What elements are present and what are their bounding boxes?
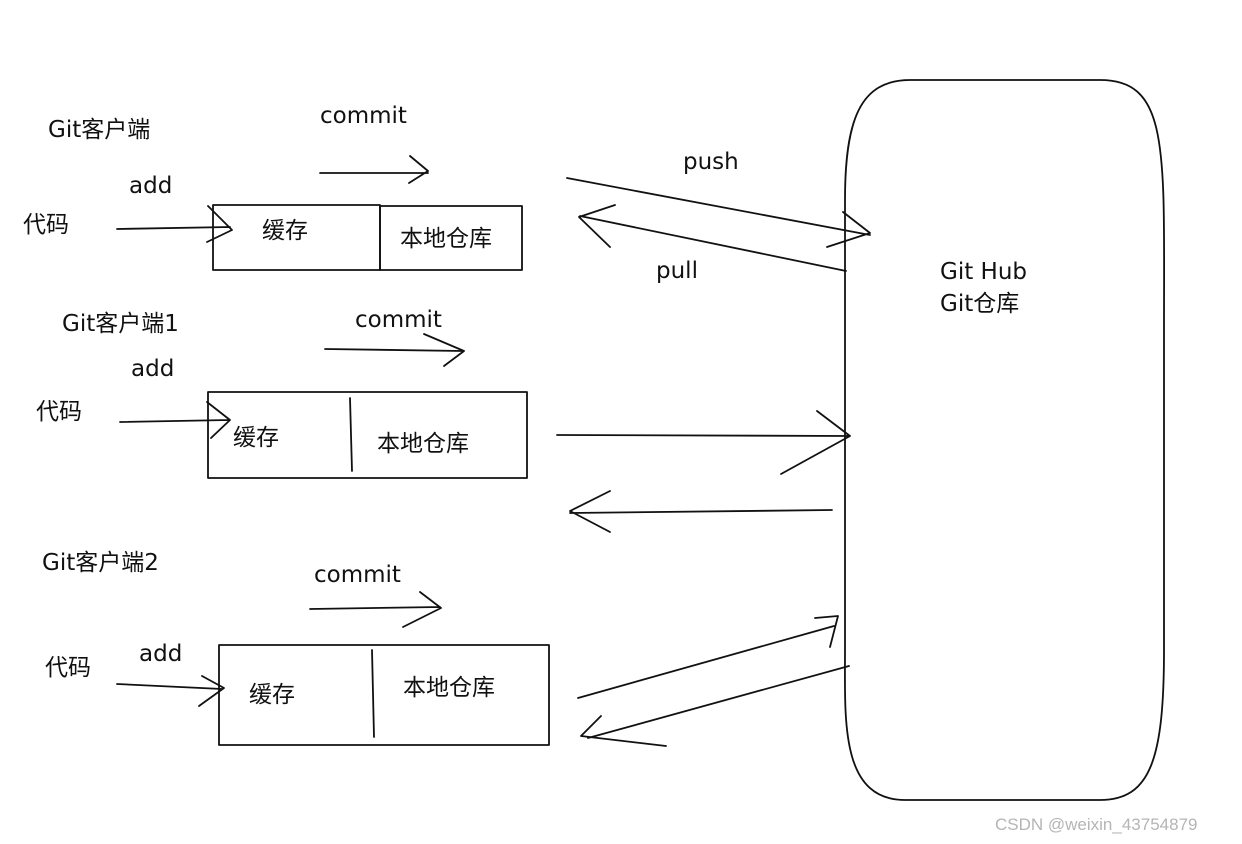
client-1-local-repo-label: 本地仓库 — [400, 226, 492, 252]
github-repo-line1: Git Hub — [940, 259, 1028, 285]
client-3-divider — [371, 649, 375, 738]
client-1-title: Git客户端 — [48, 117, 151, 143]
client-1-diagram — [116, 155, 871, 272]
push-label: push — [683, 149, 739, 175]
client-2-push-arrow — [556, 410, 851, 475]
client-3-box — [218, 644, 550, 746]
client-3-diagram — [116, 591, 850, 747]
client-2-pull-arrow — [569, 490, 833, 533]
client-2-divider — [349, 397, 353, 472]
client-3-code-label: 代码 — [45, 655, 91, 681]
github-repo-label: Git Hub Git仓库 — [940, 256, 1027, 320]
push-arrow — [566, 177, 871, 248]
github-repo-line2: Git仓库 — [940, 291, 1020, 317]
client-1-commit-label: commit — [320, 103, 407, 129]
client-3-add-label: add — [139, 641, 183, 667]
client-2-local-repo-label: 本地仓库 — [377, 431, 469, 457]
client-2-cache-label: 缓存 — [233, 425, 279, 451]
client-3-local-repo-label: 本地仓库 — [403, 675, 495, 701]
client-3-pull-arrow — [580, 665, 850, 747]
client-2-add-arrow — [119, 401, 231, 439]
client-1-add-arrow — [116, 205, 233, 243]
client-1-commit-arrow — [319, 155, 429, 184]
client-3-add-arrow — [116, 675, 225, 707]
client-2-diagram — [119, 333, 851, 533]
client-1-local-repo-box — [379, 205, 523, 271]
github-repo-shape — [844, 79, 1166, 801]
client-1-code-label: 代码 — [23, 212, 69, 238]
client-2-add-label: add — [131, 356, 175, 382]
client-1-cache-label: 缓存 — [262, 218, 308, 244]
client-3-commit-label: commit — [314, 562, 401, 588]
client-2-title: Git客户端1 — [62, 311, 179, 337]
client-2-commit-label: commit — [355, 307, 442, 333]
watermark: CSDN @weixin_43754879 — [995, 815, 1198, 834]
client-3-commit-arrow — [309, 591, 442, 628]
client-3-push-arrow — [577, 615, 839, 699]
client-2-commit-arrow — [324, 333, 465, 367]
client-1-add-label: add — [129, 173, 173, 199]
client-2-code-label: 代码 — [36, 399, 82, 425]
client-2-box — [207, 391, 528, 479]
client-3-cache-label: 缓存 — [249, 682, 295, 708]
client-3-title: Git客户端2 — [42, 550, 159, 576]
pull-label: pull — [656, 258, 698, 284]
pull-arrow — [578, 204, 847, 272]
